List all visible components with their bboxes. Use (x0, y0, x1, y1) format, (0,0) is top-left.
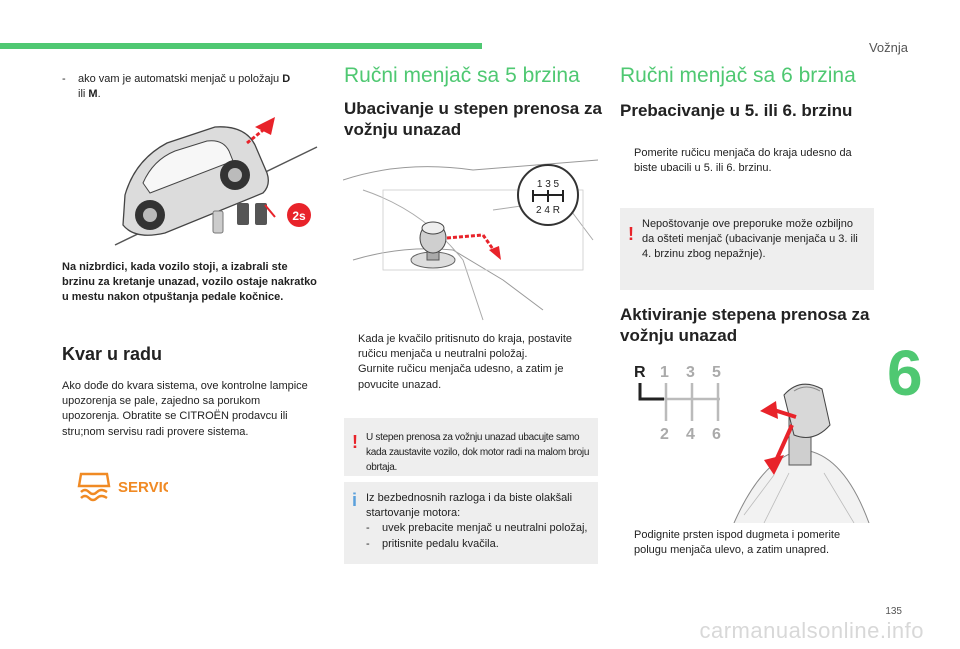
gear-lever-6-illustration: R 1 3 5 2 4 6 (634, 364, 870, 523)
dash-marker: - (62, 73, 66, 85)
bullet-icon (344, 332, 358, 362)
esp-warning-lamp-icon (77, 472, 111, 502)
reverse-5-subtitle: Ubacivanje u stepen prenosa za vožnju un… (344, 99, 602, 139)
manual-6-title: Ručni menjač sa 6 brzina (620, 64, 856, 87)
bullet-icon (344, 362, 358, 392)
gear-lever-5-illustration: 1 3 5 2 4 R (343, 150, 598, 322)
fault-text: Ako dođe do kvara sistema, ove kontrolne… (62, 380, 308, 438)
intro-condition: - ako vam je automatski menjač u položaj… (62, 72, 320, 102)
watermark: carmanualsonline.info (699, 618, 924, 643)
warning-icon: ! (628, 224, 634, 244)
gate-1-label: 1 (660, 364, 669, 381)
gate-3-label: 3 (686, 364, 695, 381)
list-item: - uvek prebacite menjač u neutralni polo… (366, 522, 588, 535)
list-item: - pritisnite pedalu kvačila. (366, 537, 499, 550)
list-item: Pomerite ručicu menjača do kraja udesno … (620, 146, 876, 176)
bullet-icon (620, 528, 634, 558)
section-title: Vožnja (868, 40, 908, 55)
gate-6-label: 6 (712, 426, 721, 443)
timer-badge-icon (287, 203, 311, 227)
bullet-icon (620, 146, 634, 176)
gate-4-label: 4 (686, 426, 695, 443)
info-box: i Iz bezbednosnih razloga i da biste ola… (344, 482, 598, 564)
service-warning-label: SERVICE (118, 479, 168, 495)
service-warning-lamp: SERVICE (118, 479, 168, 495)
info-icon: i (352, 490, 358, 510)
list-item: Kada je kvačilo pritisnuto do kraja, pos… (344, 332, 600, 362)
page-number: 135 (885, 606, 902, 617)
section-color-bar (0, 43, 482, 49)
warning-text: U stepen prenosa za vožnju unazad ubacuj… (366, 432, 590, 473)
timer-badge-label: 2s (292, 209, 306, 223)
gate-top-label: 1 3 5 (537, 179, 560, 190)
hill-caption: Na nizbrdici, kada vozilo stoji, a izabr… (62, 261, 317, 304)
reverse-5-steps: Kada je kvačilo pritisnuto do kraja, pos… (344, 332, 600, 393)
reverse-6-subtitle: Aktiviranje stepena prenosa za vožnju un… (620, 305, 870, 345)
shift-pattern-5-icon: 1 3 5 2 4 R (517, 164, 579, 226)
info-intro: Iz bezbednosnih razloga i da biste olakš… (366, 492, 573, 520)
pedals-icon (212, 203, 276, 234)
gate-r-label: R (634, 364, 646, 381)
gate-bottom-label: 2 4 R (536, 205, 560, 216)
intro-text: ako vam je automatski menjač u položaju … (78, 73, 291, 101)
gear-5-6-subtitle: Prebacivanje u 5. ili 6. brzinu (620, 101, 853, 120)
warning-box: ! U stepen prenosa za vožnju unazad ubac… (344, 418, 598, 476)
list-item: Podignite prsten ispod dugmeta i pomerit… (620, 528, 876, 558)
warning-text: Nepoštovanje ove preporuke može ozbiljno… (642, 218, 858, 261)
chapter-number: 6 (887, 337, 923, 409)
fault-title: Kvar u radu (62, 344, 163, 364)
shift-pattern-6-icon: R 1 3 5 2 4 6 (634, 364, 721, 443)
gate-2-label: 2 (660, 426, 669, 443)
gate-5-label: 5 (712, 364, 721, 381)
list-item: Gurnite ručicu menjača udesno, a zatim j… (344, 362, 600, 392)
manual-5-title: Ručni menjač sa 5 brzina (344, 64, 580, 87)
car-on-slope-illustration: 2s (114, 117, 318, 246)
warning-box: ! Nepoštovanje ove preporuke može ozbilj… (620, 208, 874, 290)
warning-icon: ! (352, 432, 358, 452)
